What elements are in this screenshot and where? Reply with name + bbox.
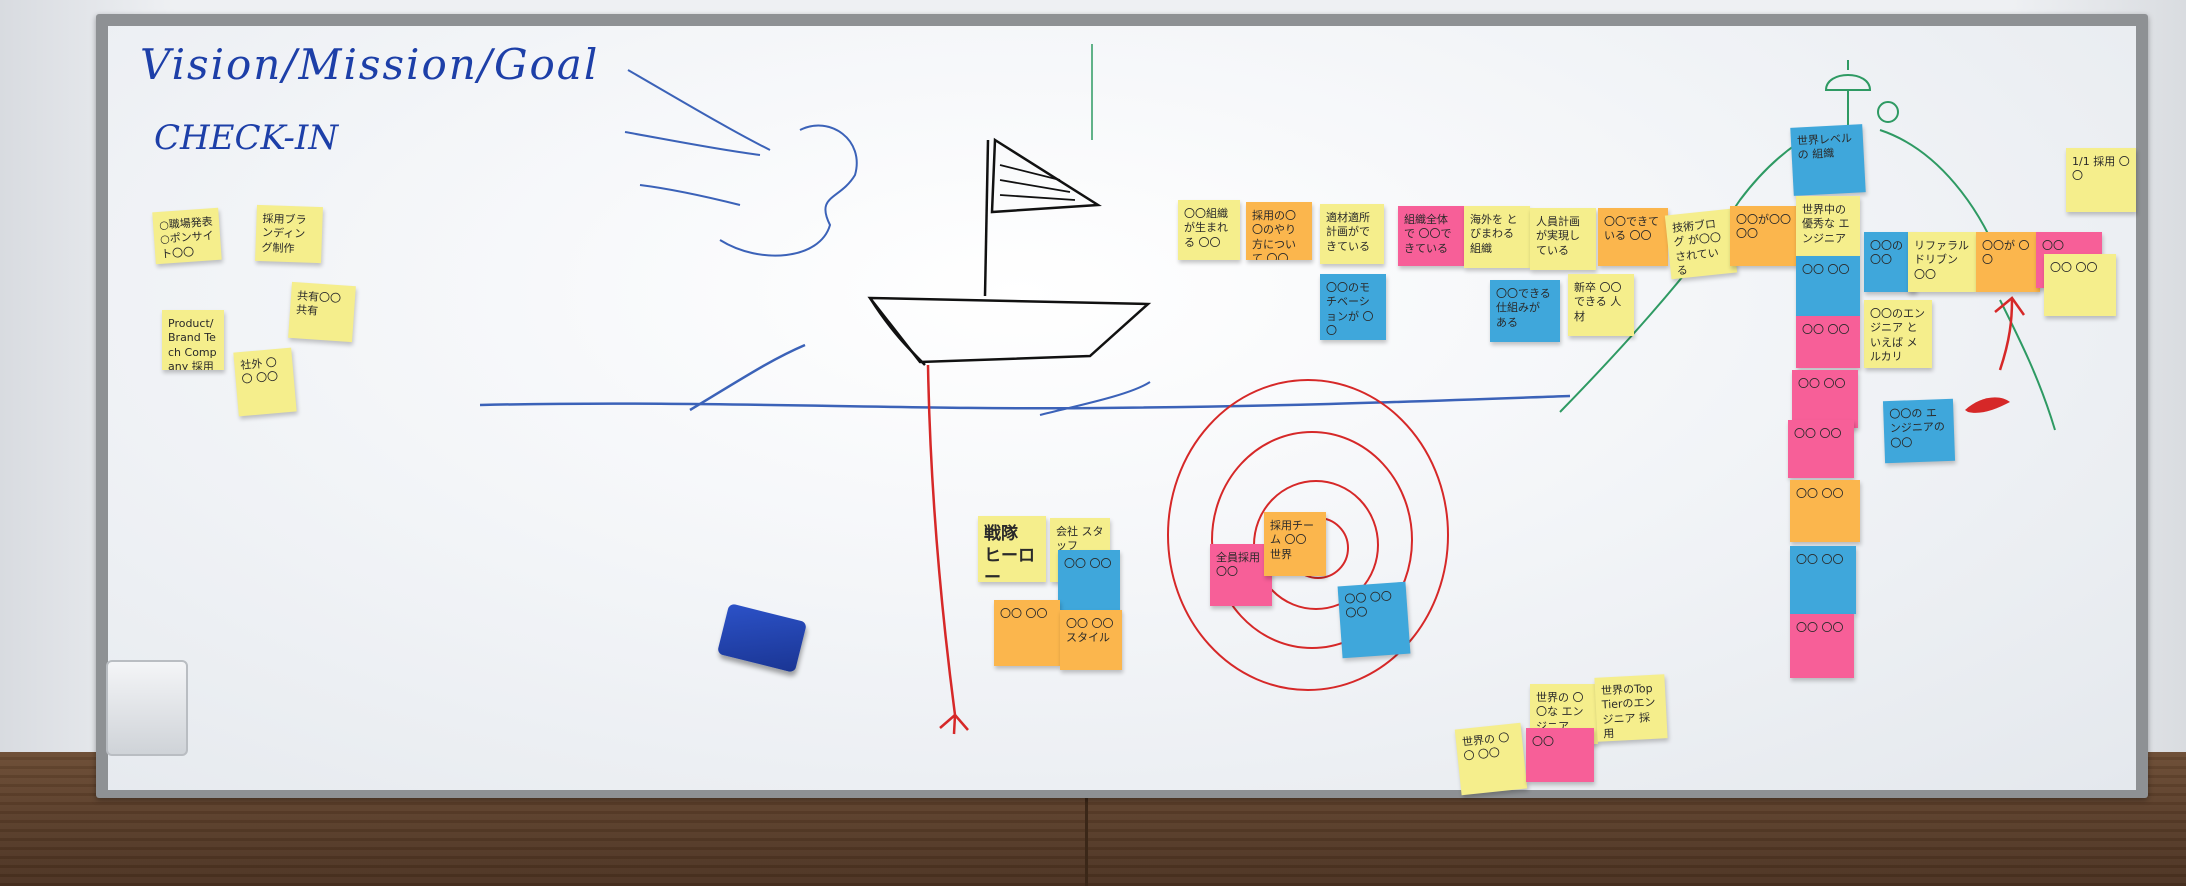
sticky-note: Product/Brand Tech Company 採用 [162,310,224,370]
sticky-note: リファラル ドリブン 〇〇 [1908,232,1976,292]
sticky-note: 新卒 〇〇できる 人材 [1568,274,1634,336]
board-title: Vision/Mission/Goal [140,40,600,89]
sticky-note: 適材適所 計画ができている [1320,204,1384,264]
sticky-note: 〇〇 〇〇 スタイル [1060,610,1122,670]
sticky-note: 社外 〇〇 〇〇 [233,347,297,417]
sticky-note: 〇〇が〇〇 〇〇 [1730,206,1798,266]
sticky-note: 採用ブランディング制作 [255,204,323,264]
sticky-note: 人員計画 が実現している [1530,208,1596,270]
sticky-note: 共有〇〇共有 [288,281,356,343]
sticky-note: 〇〇 〇〇 [1792,370,1858,428]
sticky-note: ○職場発表○ポンサイト〇〇 [152,207,222,265]
sticky-note: 〇〇 [1526,728,1594,782]
sticky-note: 世界中の 優秀な エンジニア [1796,196,1860,256]
sticky-note: 〇〇 〇〇 [1796,316,1860,368]
marker-tray [106,660,188,756]
sticky-note: 〇〇が 〇〇 [1976,232,2040,292]
sticky-note: 〇〇の エンジニアの 〇〇 [1882,398,1956,464]
sticky-note: 世界の 〇〇 〇〇 [1454,722,1528,796]
sticky-note: 〇〇 〇〇 [1790,614,1854,678]
sticky-note: 〇〇の 〇〇 [1864,232,1916,292]
sticky-note: 技術ブログ が〇〇されている [1664,208,1738,280]
sticky-note: 〇〇 〇〇 [1790,480,1860,542]
sticky-note: 世界レベルの 組織 [1790,124,1866,196]
sticky-note: 海外を とびまわる 組織 [1464,206,1530,268]
sticky-note: 〇〇 〇〇 [1058,550,1120,612]
sticky-note: 〇〇 〇〇 [1796,256,1860,316]
sticky-note: 〇〇組織が生まれる 〇〇 [1178,200,1240,260]
sticky-note: 〇〇 〇〇 [1790,546,1856,614]
wood-seam [1085,778,1088,886]
board-subtitle: CHECK-IN [154,118,339,158]
sticky-note: 採用の〇〇のやり方について 〇〇 [1246,202,1312,260]
sticky-note: 1/1 採用 〇〇 [2066,148,2136,212]
sticky-note: 〇〇 〇〇 [2044,254,2116,316]
sticky-note: 〇〇 〇〇 [994,600,1060,666]
sticky-note: 〇〇できている 〇〇 [1598,208,1668,266]
sticky-note: 全員採用 〇〇 [1210,544,1272,606]
sticky-note: 戦隊 ヒーロー [978,516,1046,582]
sticky-note: 〇〇のエンジニア といえば メルカリ [1864,300,1932,368]
sticky-note: 〇〇できる 仕組みが ある [1490,280,1560,342]
sticky-note: 採用チーム 〇〇 世界 [1264,512,1326,576]
sticky-note: 組織全体で 〇〇できている [1398,206,1464,266]
sticky-note: 〇〇のモチベーションが 〇〇 [1320,274,1386,340]
sticky-note: 〇〇 〇〇 〇〇 [1337,581,1411,659]
sticky-note: 世界のTopTierのエンジニア 採用 [1594,674,1668,742]
sticky-note: 〇〇 〇〇 [1788,420,1854,478]
